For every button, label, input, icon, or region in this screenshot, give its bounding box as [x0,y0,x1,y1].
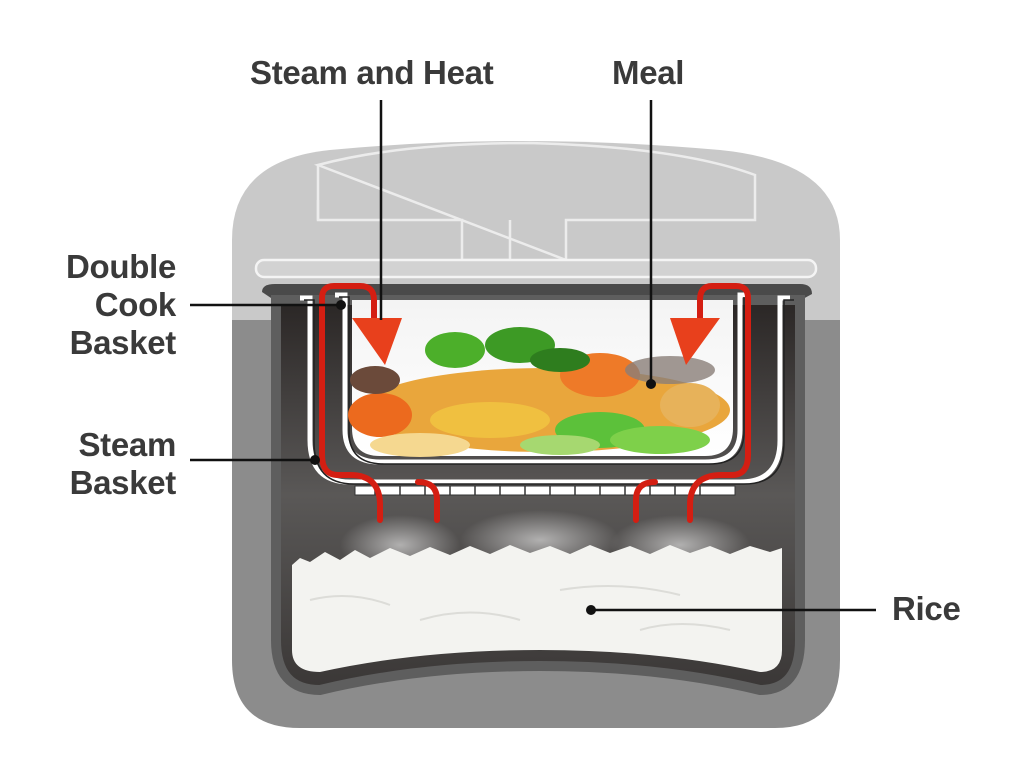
double-cook-basket [335,292,750,465]
steam-arrow-left [352,318,402,365]
label-meal: Meal [612,54,685,91]
label-rice: Rice [892,590,961,627]
rice [292,545,782,672]
label-double-cook-basket: Double Cook Basket [40,248,176,362]
leader-lines [190,100,876,612]
label-steam-basket: Steam Basket [40,426,177,502]
heat-flow-lines [319,283,751,523]
label-line: Cook [94,286,177,323]
label-line: Double [65,248,176,285]
label-line: Basket [69,324,177,361]
label-line: Basket [69,464,177,501]
meal [348,327,730,457]
steam-arrow-right [670,318,720,365]
label-steam-and-heat: Steam and Heat [250,54,494,91]
label-line: Steam [78,426,176,463]
lid-rim [254,258,818,279]
steam-basket [300,295,790,485]
